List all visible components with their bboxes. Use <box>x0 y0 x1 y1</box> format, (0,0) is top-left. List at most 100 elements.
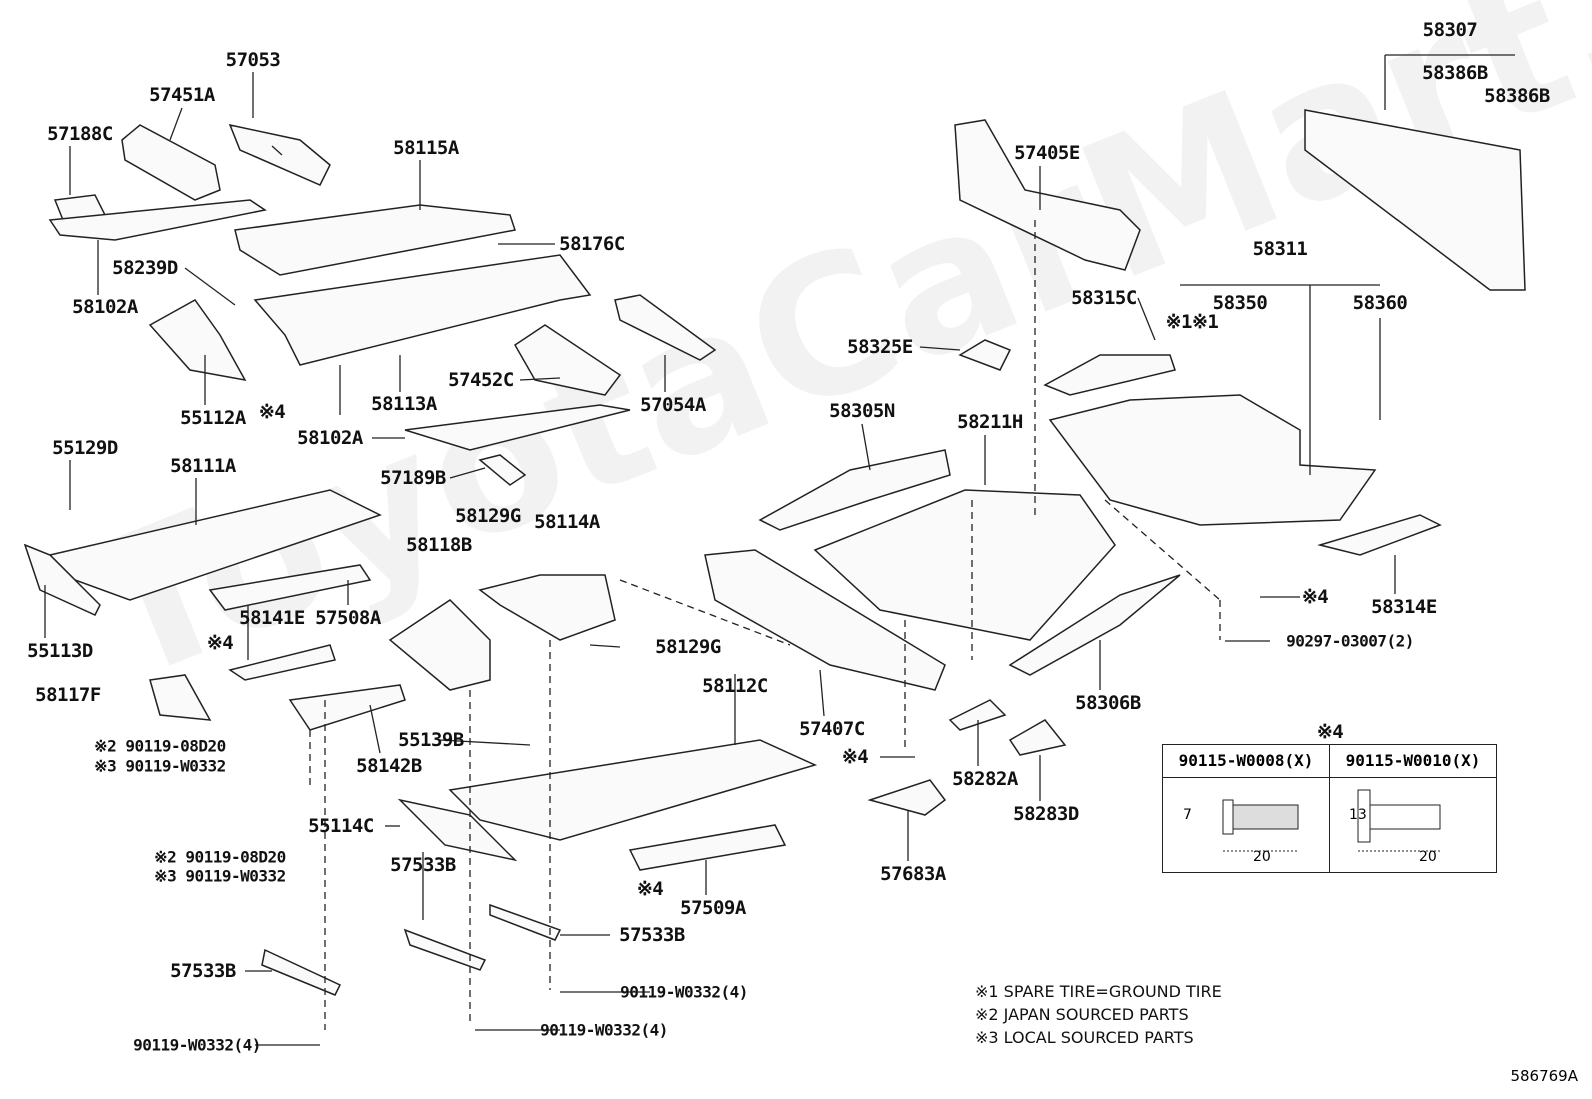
part-shape[interactable] <box>48 199 267 241</box>
part-shape[interactable] <box>448 739 818 841</box>
part-shape[interactable] <box>228 644 336 681</box>
part-shape[interactable] <box>813 489 1116 641</box>
part-label[interactable]: 90119-W0332(4) <box>133 1035 261 1055</box>
part-label[interactable]: 58102A <box>297 427 363 449</box>
part-label[interactable]: 55114C <box>308 815 374 837</box>
part-label[interactable]: ※3 90119-W0332 <box>94 756 226 776</box>
part-shape[interactable] <box>121 124 221 201</box>
part-label[interactable]: ※1※1 <box>1165 311 1219 333</box>
part-label[interactable]: 55112A <box>180 407 246 429</box>
part-shape[interactable] <box>628 824 787 871</box>
part-label[interactable]: 58117F <box>35 684 101 706</box>
part-label[interactable]: 57452C <box>448 369 514 391</box>
part-label[interactable]: 57451A <box>149 84 215 106</box>
part-label[interactable]: 57407C <box>799 718 865 740</box>
part-label[interactable]: 58350 <box>1212 292 1268 314</box>
part-label[interactable]: 58306B <box>1075 692 1141 714</box>
part-label[interactable]: ※4 <box>636 878 664 900</box>
part-label[interactable]: 58239D <box>112 257 178 279</box>
part-shape[interactable] <box>253 254 592 366</box>
part-label[interactable]: 58129G <box>655 636 721 658</box>
part-shape[interactable] <box>208 564 372 611</box>
part-shape[interactable] <box>489 903 562 941</box>
part-label[interactable]: 58282A <box>952 768 1018 790</box>
part-label[interactable]: 58176C <box>559 233 625 255</box>
part-shape[interactable] <box>514 324 622 396</box>
part-shape[interactable] <box>1317 514 1442 556</box>
part-shape[interactable] <box>758 449 951 531</box>
part-shape[interactable] <box>1048 394 1377 526</box>
part-label[interactable]: 58307 <box>1422 19 1478 41</box>
part-label[interactable]: 58283D <box>1013 803 1079 825</box>
part-label[interactable]: 58314E <box>1371 596 1437 618</box>
part-label[interactable]: 57509A <box>680 897 746 919</box>
bolt-icon <box>1222 789 1441 852</box>
part-label[interactable]: 58305N <box>829 400 895 422</box>
part-shape[interactable] <box>867 779 947 816</box>
part-label[interactable]: 57533B <box>619 924 685 946</box>
part-label[interactable]: 57683A <box>880 863 946 885</box>
part-label[interactable]: 58115A <box>393 137 459 159</box>
part-label[interactable]: 57054A <box>640 394 706 416</box>
part-label[interactable]: ※4 <box>206 632 234 654</box>
part-shape[interactable] <box>478 454 527 486</box>
part-shape[interactable] <box>1008 719 1067 756</box>
part-label[interactable]: 58211H <box>957 411 1023 433</box>
part-shape[interactable] <box>1008 574 1181 676</box>
part-label[interactable]: 58386B <box>1484 85 1550 107</box>
part-label[interactable]: ※2 90119-08D20 <box>154 847 286 867</box>
part-label[interactable]: 57189B <box>380 467 446 489</box>
part-label[interactable]: 58311 <box>1252 238 1308 260</box>
part-label[interactable]: 90119-W0332(4) <box>540 1020 668 1040</box>
part-label[interactable]: ※2 90119-08D20 <box>94 736 226 756</box>
part-shape[interactable] <box>404 404 631 451</box>
part-shape[interactable] <box>397 798 518 862</box>
part-label[interactable]: 57508A <box>315 607 381 629</box>
part-shape[interactable] <box>1043 354 1176 396</box>
part-shape[interactable] <box>948 699 1007 731</box>
part-shape[interactable] <box>148 299 247 382</box>
part-label[interactable]: 58325E <box>847 336 913 358</box>
part-label[interactable]: 58112C <box>702 675 768 697</box>
part-label[interactable]: 57533B <box>390 854 456 876</box>
part-shape[interactable] <box>704 549 946 691</box>
part-shape[interactable] <box>288 684 406 731</box>
part-label[interactable]: 57053 <box>225 49 281 71</box>
part-label[interactable]: 58142B <box>356 755 422 777</box>
part-label[interactable]: 90297-03007(2) <box>1286 631 1414 651</box>
part-label[interactable]: 58118B <box>406 534 472 556</box>
part-label[interactable]: 58111A <box>170 455 236 477</box>
part-label[interactable]: 58386B <box>1422 62 1488 84</box>
part-label[interactable]: 58360 <box>1352 292 1408 314</box>
part-label[interactable]: 90119-W0332(4) <box>620 982 748 1002</box>
part-shape[interactable] <box>149 674 212 721</box>
part-label[interactable]: 57405E <box>1014 142 1080 164</box>
part-label[interactable]: 57188C <box>47 123 113 145</box>
part-label[interactable]: ※4 <box>841 746 869 768</box>
part-shape[interactable] <box>478 574 616 641</box>
part-label[interactable]: 58129G <box>455 505 521 527</box>
part-label[interactable]: 58114A <box>534 511 600 533</box>
part-label[interactable]: 55113D <box>27 640 93 662</box>
part-label[interactable]: 57533B <box>170 960 236 982</box>
part-label[interactable]: 55129D <box>52 437 118 459</box>
part-label[interactable]: 58113A <box>371 393 437 415</box>
part-shape[interactable] <box>234 204 516 276</box>
part-label[interactable]: ※4 <box>258 401 286 423</box>
part-shape[interactable] <box>388 599 491 691</box>
part-shape[interactable] <box>23 543 101 616</box>
part-shape[interactable] <box>614 294 717 361</box>
part-label[interactable]: ※4 <box>1301 586 1329 608</box>
part-label[interactable]: ※3 90119-W0332 <box>154 866 286 886</box>
part-shape[interactable] <box>954 119 1141 271</box>
part-label[interactable]: 55139B <box>398 729 464 751</box>
part-shape[interactable] <box>403 928 487 971</box>
part-shape[interactable] <box>1304 109 1526 291</box>
part-shape[interactable] <box>228 123 331 186</box>
dimension: 20 <box>1253 849 1271 865</box>
part-label[interactable]: 58102A <box>72 296 138 318</box>
part-label[interactable]: 58315C <box>1071 287 1137 309</box>
part-shape[interactable] <box>261 948 342 996</box>
part-shape[interactable] <box>958 339 1012 371</box>
part-label[interactable]: 58141E <box>239 607 305 629</box>
